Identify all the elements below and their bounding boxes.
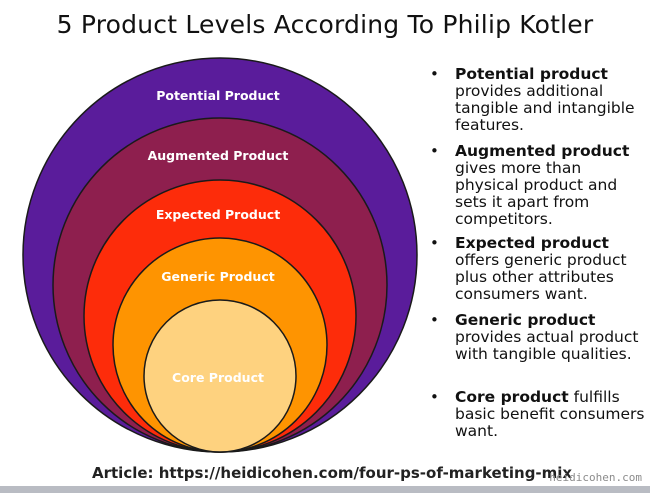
bullet-term: Generic product (455, 311, 596, 329)
potential-product-label: Potential Product (156, 88, 280, 103)
expected-product-label: Expected Product (156, 207, 280, 222)
bullet-point-icon: • (430, 311, 439, 329)
bullet-text: fulfills basic benefit consumers want. (455, 388, 645, 440)
core-product-label: Core Product (172, 370, 264, 385)
bullet-text: offers generic product plus other attrib… (455, 251, 627, 303)
watermark: heidicohen.com (549, 471, 642, 484)
bullet-text: provides additional tangible and intangi… (455, 82, 635, 134)
core-product-ring (143, 299, 297, 453)
product-levels-diagram: Potential Product Augmented Product Expe… (22, 57, 418, 453)
augmented-product-label: Augmented Product (148, 148, 289, 163)
bullet-point-icon: • (430, 234, 439, 252)
bullet-point-icon: • (430, 142, 439, 160)
bullet-expected-product: • Expected product offers generic produc… (428, 235, 646, 312)
bullet-term: Core product (455, 388, 569, 406)
bullet-potential-product: • Potential product provides additional … (428, 66, 646, 143)
bullet-point-icon: • (430, 65, 439, 83)
bullet-term: Potential product (455, 65, 608, 83)
bullet-text: gives more than physical product and set… (455, 159, 618, 228)
bottom-bar (0, 486, 650, 493)
article-link: Article: https://heidicohen.com/four-ps-… (92, 464, 573, 482)
bullet-term: Expected product (455, 234, 609, 252)
bullet-core-product: • Core product fulfills basic benefit co… (428, 389, 646, 449)
generic-product-label: Generic Product (161, 269, 274, 284)
level-descriptions: • Potential product provides additional … (428, 66, 646, 449)
bullet-augmented-product: • Augmented product gives more than phys… (428, 143, 646, 235)
bullet-generic-product: • Generic product provides actual produc… (428, 312, 646, 389)
bullet-point-icon: • (430, 388, 439, 406)
bullet-text: provides actual product with tangible qu… (455, 328, 639, 363)
bullet-term: Augmented product (455, 142, 630, 160)
page-title: 5 Product Levels According To Philip Kot… (56, 10, 594, 39)
